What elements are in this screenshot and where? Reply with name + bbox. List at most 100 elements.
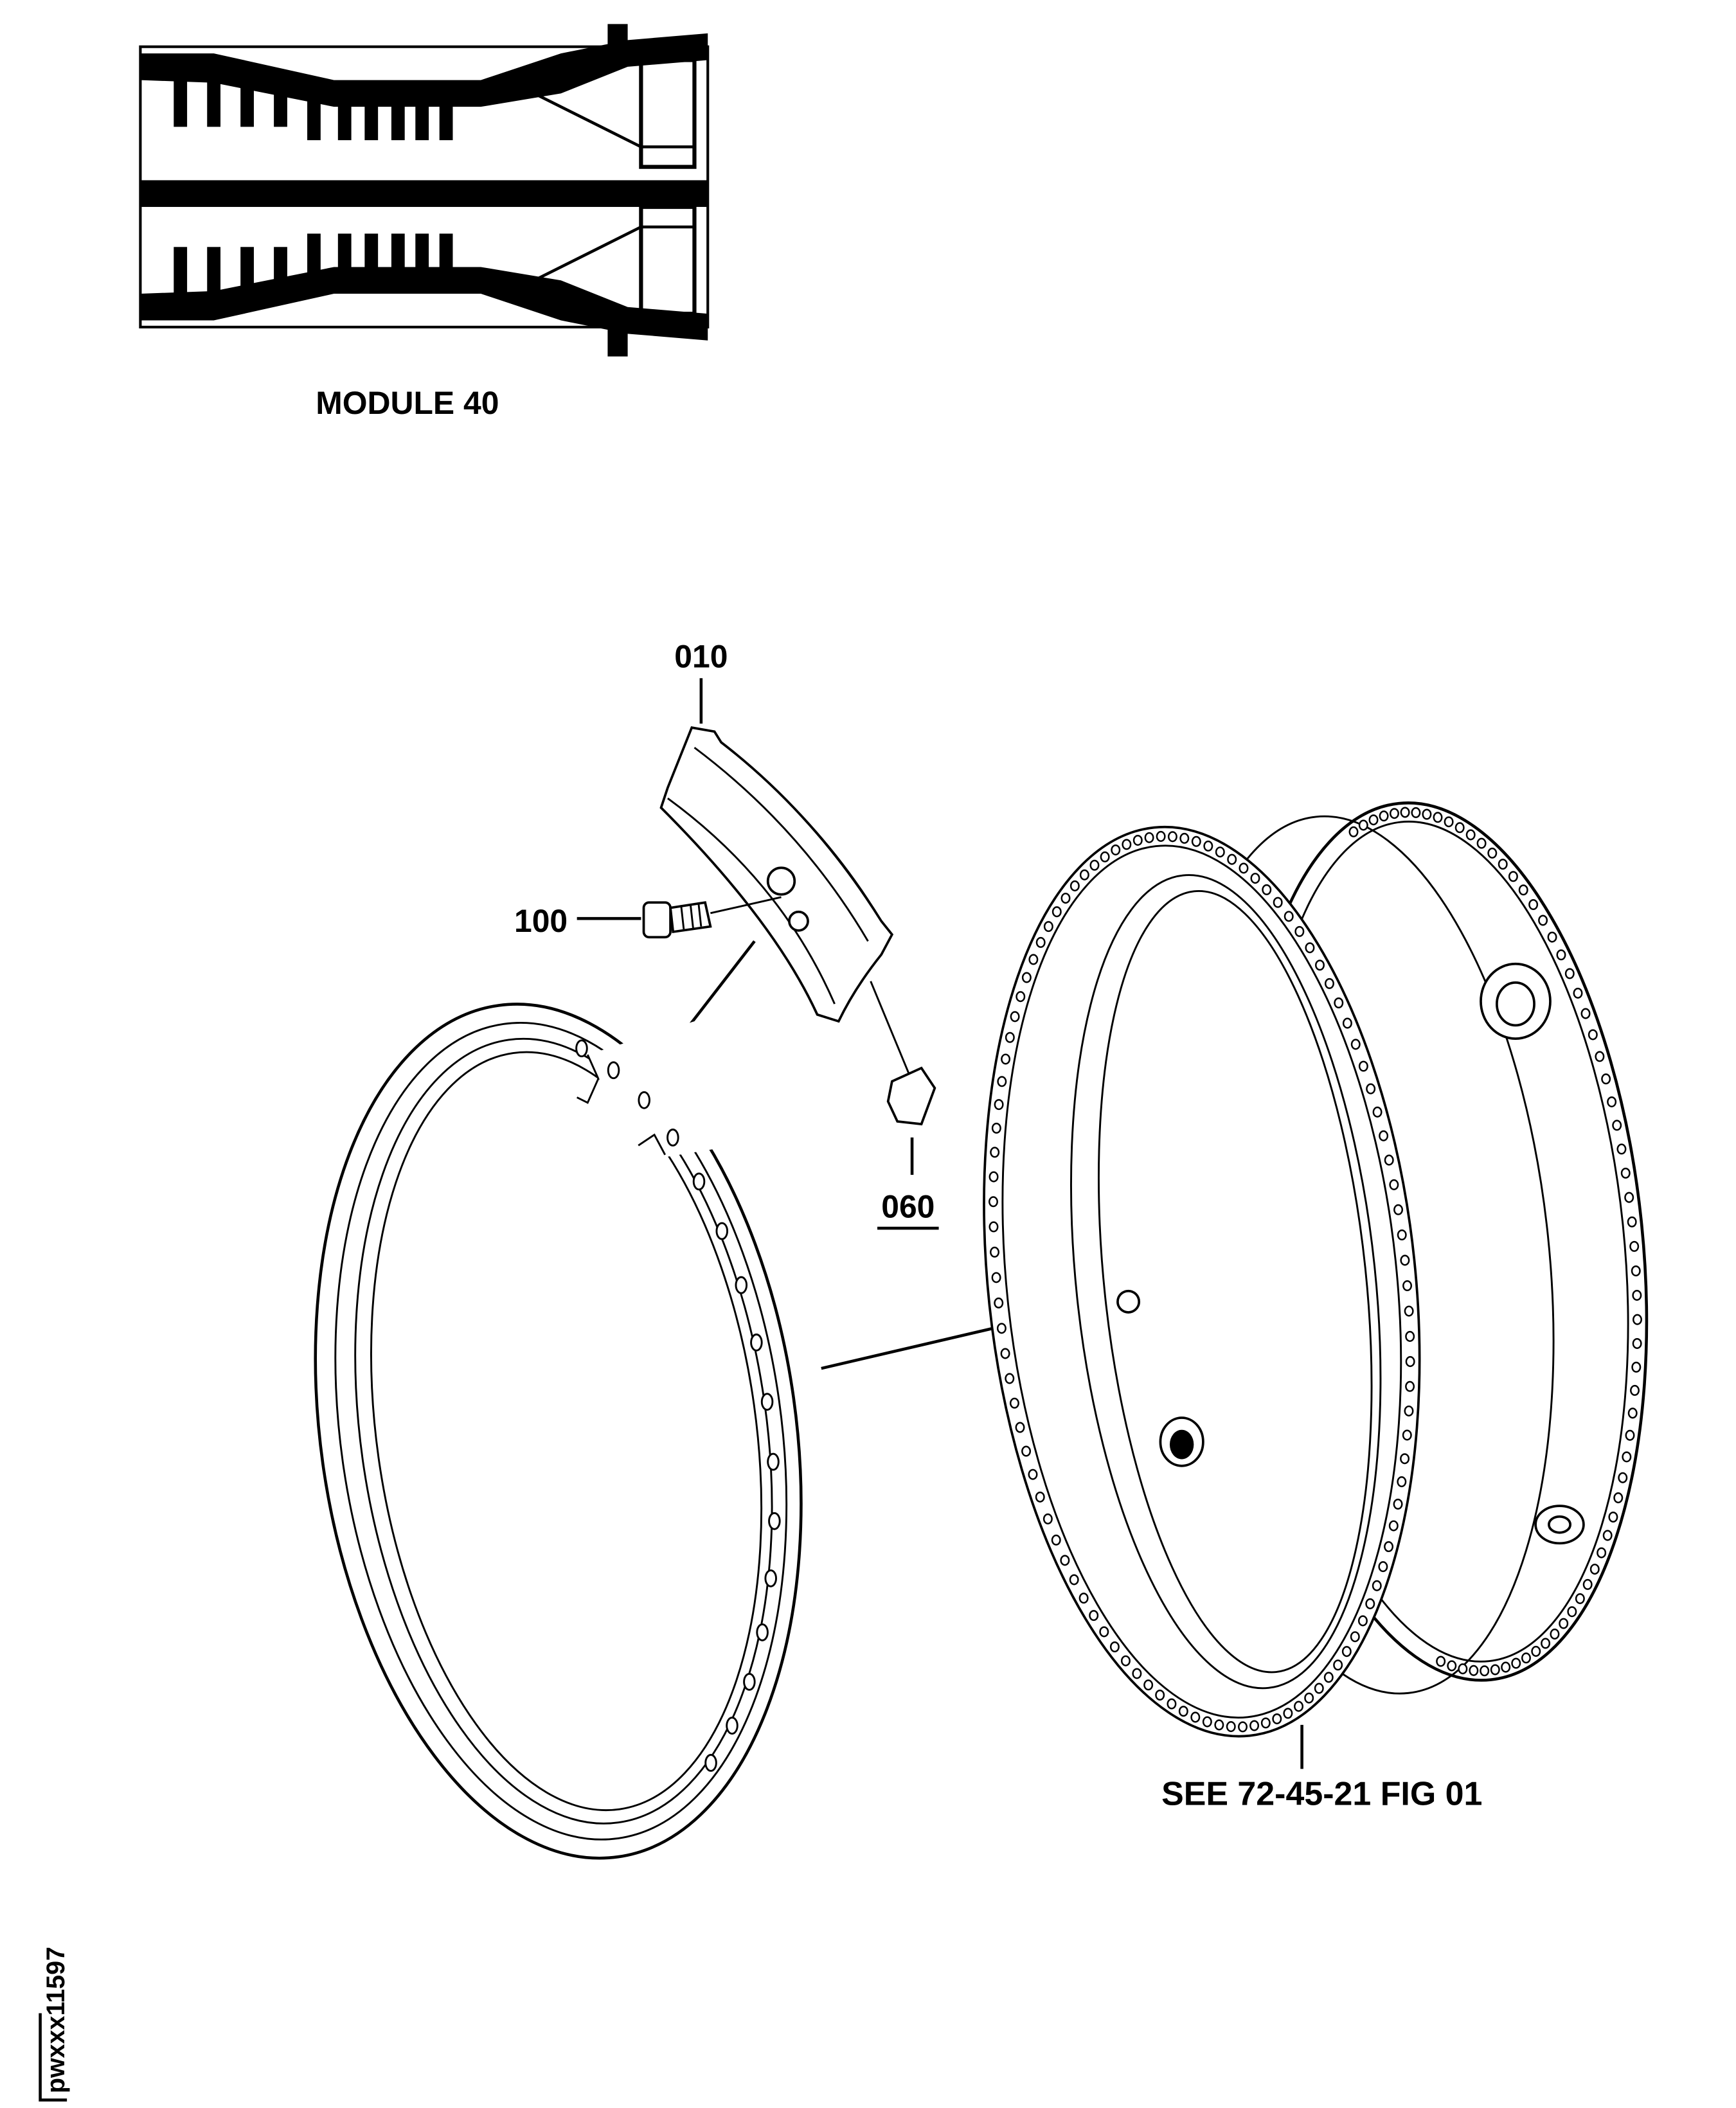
case-assembly[interactable]	[942, 783, 1687, 1758]
blade	[274, 247, 287, 294]
bolt-hole	[1405, 1330, 1415, 1342]
bolt-hole	[1389, 1179, 1399, 1190]
engine-cross-section	[139, 24, 710, 357]
ring-hole	[692, 1172, 706, 1191]
bolt-hole	[1627, 1216, 1637, 1228]
blade	[307, 93, 321, 141]
ring-hole	[735, 1276, 748, 1294]
bolt-hole	[1629, 1240, 1640, 1252]
bolt-hole	[1469, 1665, 1479, 1676]
blade	[364, 233, 379, 281]
ring-hole	[638, 1091, 650, 1109]
bolt-hole	[1498, 859, 1508, 870]
bolt-hole	[1550, 1629, 1560, 1640]
leader-060-part	[870, 981, 913, 1082]
bolt-hole	[1350, 1631, 1360, 1643]
bolt-hole	[1411, 807, 1421, 818]
bolt-hole	[1167, 1698, 1177, 1710]
bolt-hole	[1078, 1593, 1089, 1604]
bolt-hole	[1155, 1689, 1165, 1701]
bolt-hole	[1624, 1192, 1634, 1203]
reference-label[interactable]: SEE 72-45-21 FIG 01	[1161, 1775, 1482, 1812]
bolt-hole	[1060, 893, 1071, 904]
bolt-hole	[1144, 832, 1154, 843]
bolt-hole	[1618, 1472, 1628, 1483]
blade	[337, 93, 352, 141]
split-ring[interactable]	[263, 972, 853, 1890]
bolt-hole	[1089, 1610, 1099, 1621]
bolt-hole	[1616, 1143, 1627, 1155]
ring-hole	[607, 1061, 620, 1080]
bolt-hole	[1518, 884, 1528, 896]
bolt-hole	[1035, 1491, 1045, 1503]
bolt-hole	[1402, 1280, 1413, 1292]
bolt-hole	[1111, 844, 1121, 856]
bolt-hole	[1444, 816, 1454, 828]
bolt-hole	[1366, 1083, 1376, 1094]
bolt-hole	[1612, 1120, 1622, 1131]
bolt-hole	[1005, 1373, 1015, 1384]
bolt-hole	[1273, 897, 1283, 908]
bolt-100[interactable]	[642, 896, 782, 939]
ring-hole	[768, 1512, 781, 1530]
blade	[307, 233, 321, 281]
blade	[274, 80, 287, 127]
bolt-hole	[988, 1196, 998, 1208]
bolt-hole	[1556, 949, 1566, 961]
callout-100[interactable]: 100	[514, 903, 568, 939]
bolt-hole	[1016, 991, 1026, 1003]
bolt-hole	[1433, 812, 1443, 823]
bolt-hole	[1580, 1008, 1591, 1019]
pad-060[interactable]	[886, 1066, 936, 1126]
bolt-hole	[1384, 1541, 1394, 1553]
bolt-hole	[1333, 1659, 1343, 1671]
bolt-hole	[1521, 1652, 1531, 1664]
ring-hole	[667, 1129, 679, 1147]
bolt-hole	[1283, 1708, 1293, 1719]
callout-010[interactable]: 010	[674, 639, 728, 675]
bolt-hole	[1294, 1701, 1303, 1712]
bolt-hole	[1324, 978, 1334, 989]
bolt-hole	[1601, 1073, 1611, 1085]
bolt-hole	[989, 1171, 999, 1183]
blade	[337, 233, 352, 281]
bolt-hole	[1043, 921, 1053, 933]
bolt-hole	[1215, 846, 1225, 858]
bolt-hole	[1262, 884, 1272, 895]
ring-hole	[726, 1717, 738, 1735]
bolt-hole	[1143, 1679, 1154, 1691]
bolt-hole	[1323, 1672, 1334, 1683]
bolt-hole	[1272, 1713, 1282, 1724]
bolt-hole	[1595, 1051, 1605, 1062]
bolt-hole	[1632, 1337, 1642, 1349]
bolt-hole	[1089, 859, 1100, 871]
bolt-hole	[1203, 840, 1213, 852]
bolt-hole	[1348, 826, 1359, 837]
seal-segment-010[interactable]	[659, 726, 894, 1023]
bolt-hole	[1099, 1626, 1109, 1638]
ring-hole	[743, 1672, 756, 1691]
bolt-hole	[1227, 853, 1237, 865]
bolt-hole	[1393, 1498, 1403, 1510]
bolt-hole	[1249, 1720, 1260, 1731]
bolt-hole	[990, 1246, 999, 1258]
bolt-hole	[1202, 1716, 1212, 1728]
bolt-hole	[990, 1147, 1000, 1158]
bolt-hole	[1179, 832, 1190, 844]
bolt-hole	[1400, 1453, 1410, 1465]
blade	[439, 93, 453, 141]
bolt-hole	[1631, 1361, 1642, 1373]
bolt-hole	[1476, 837, 1487, 849]
bolt-hole	[1051, 906, 1062, 918]
bolt-hole	[1021, 1445, 1032, 1457]
callout-060[interactable]: 060	[881, 1188, 935, 1224]
bolt-hole	[1005, 1032, 1015, 1043]
boss-fitting	[1480, 962, 1552, 1040]
ring-hole	[750, 1333, 763, 1352]
blade	[174, 80, 188, 127]
bolt-hole	[1511, 1657, 1521, 1669]
bolt-hole	[1531, 1645, 1541, 1657]
bolt-hole	[1625, 1429, 1635, 1441]
bolt-hole	[1613, 1492, 1624, 1504]
blade	[415, 233, 429, 281]
